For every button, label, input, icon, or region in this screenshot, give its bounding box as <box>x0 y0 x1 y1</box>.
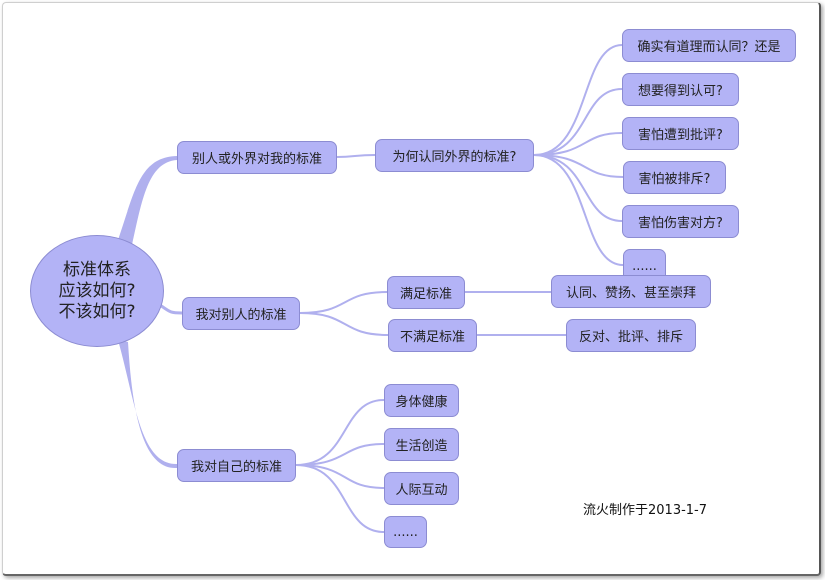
leaf-satisfy-result[interactable]: 认同、赞扬、甚至崇拜 <box>551 275 711 308</box>
leaf-reason[interactable]: 想要得到认可? <box>622 73 739 106</box>
link-center-a <box>118 156 177 245</box>
link-b-leaf4 <box>533 154 624 178</box>
link-center-d <box>118 340 177 469</box>
topic-me-to-self[interactable]: 我对自己的标准 <box>177 449 296 482</box>
topic-why-accept[interactable]: 为何认同外界的标准? <box>375 139 534 172</box>
leaf-self[interactable]: 身体健康 <box>384 384 459 417</box>
central-topic-line: 应该如何? <box>58 280 136 301</box>
link-d-leaf3 <box>295 464 385 489</box>
leaf-reason[interactable]: 害怕遭到批评? <box>622 117 739 150</box>
link-center-c <box>159 303 183 315</box>
link-b-leaf3 <box>533 132 623 156</box>
topic-satisfy[interactable]: 满足标准 <box>387 276 465 309</box>
author-credit: 流火制作于2013-1-7 <box>583 503 708 518</box>
leaf-reason[interactable]: 害怕被排斥? <box>623 161 726 194</box>
link-b-leaf6 <box>533 154 624 266</box>
link-d-leaf2 <box>295 443 385 466</box>
link-b-leaf2 <box>533 88 623 156</box>
leaf-not-satisfy-result[interactable]: 反对、批评、排斥 <box>566 319 696 352</box>
link-c-notsatisfy <box>299 312 389 336</box>
leaf-self[interactable]: 人际互动 <box>384 472 459 505</box>
central-topic-line: 不该如何? <box>58 301 136 322</box>
leaf-reason[interactable]: 确实有道理而认同？还是 <box>622 29 796 62</box>
topic-me-to-others[interactable]: 我对别人的标准 <box>182 297 300 330</box>
topic-others-to-me[interactable]: 别人或外界对我的标准 <box>177 141 337 174</box>
link-b-leaf1 <box>533 44 623 156</box>
link-d-leaf1 <box>295 399 385 466</box>
link-a-b <box>336 154 376 158</box>
link-b-leaf5 <box>533 154 623 222</box>
topic-not-satisfy[interactable]: 不满足标准 <box>388 319 477 352</box>
leaf-self[interactable]: 生活创造 <box>384 428 459 461</box>
link-d-leaf4 <box>295 464 385 533</box>
central-topic-line: 标准体系 <box>63 259 131 280</box>
link-c-satisfy <box>299 291 388 314</box>
central-topic[interactable]: 标准体系 应该如何? 不该如何? <box>30 235 164 347</box>
leaf-reason[interactable]: 害怕伤害对方? <box>622 205 739 238</box>
leaf-more[interactable]: ...... <box>384 516 427 548</box>
